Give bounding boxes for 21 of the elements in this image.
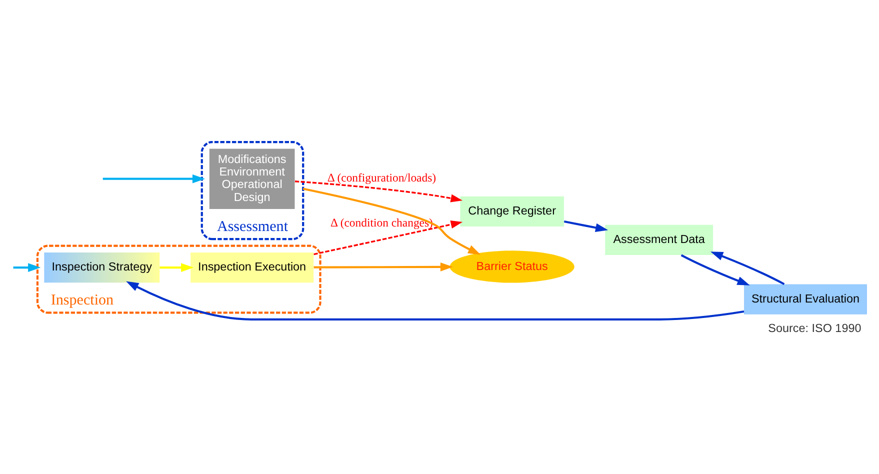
arrow xyxy=(314,262,453,272)
node-ellipse: Barrier Status xyxy=(450,250,574,283)
arrow xyxy=(302,188,481,255)
arrow xyxy=(564,220,608,232)
node-box: Structural Evaluation xyxy=(744,284,867,314)
edge-label: Δ (configuration/loads) xyxy=(327,172,436,185)
arrow xyxy=(710,252,785,286)
node-box: Inspection Strategy xyxy=(44,252,160,283)
node-box: Inspection Execution xyxy=(190,252,314,283)
caption: Source: ISO 1990 xyxy=(768,322,862,336)
node-box: Modifications Environment Operational Design xyxy=(209,148,295,209)
node-box: Change Register xyxy=(460,196,564,227)
arrow xyxy=(314,220,463,256)
arrow xyxy=(294,180,463,202)
edge-label: Δ (condition changes) xyxy=(330,216,433,230)
arrow xyxy=(13,263,41,272)
node-box: Assessment Data xyxy=(605,224,714,255)
arrow xyxy=(160,263,194,272)
arrow xyxy=(102,174,206,184)
arrow xyxy=(126,281,744,320)
arrow xyxy=(680,254,750,286)
